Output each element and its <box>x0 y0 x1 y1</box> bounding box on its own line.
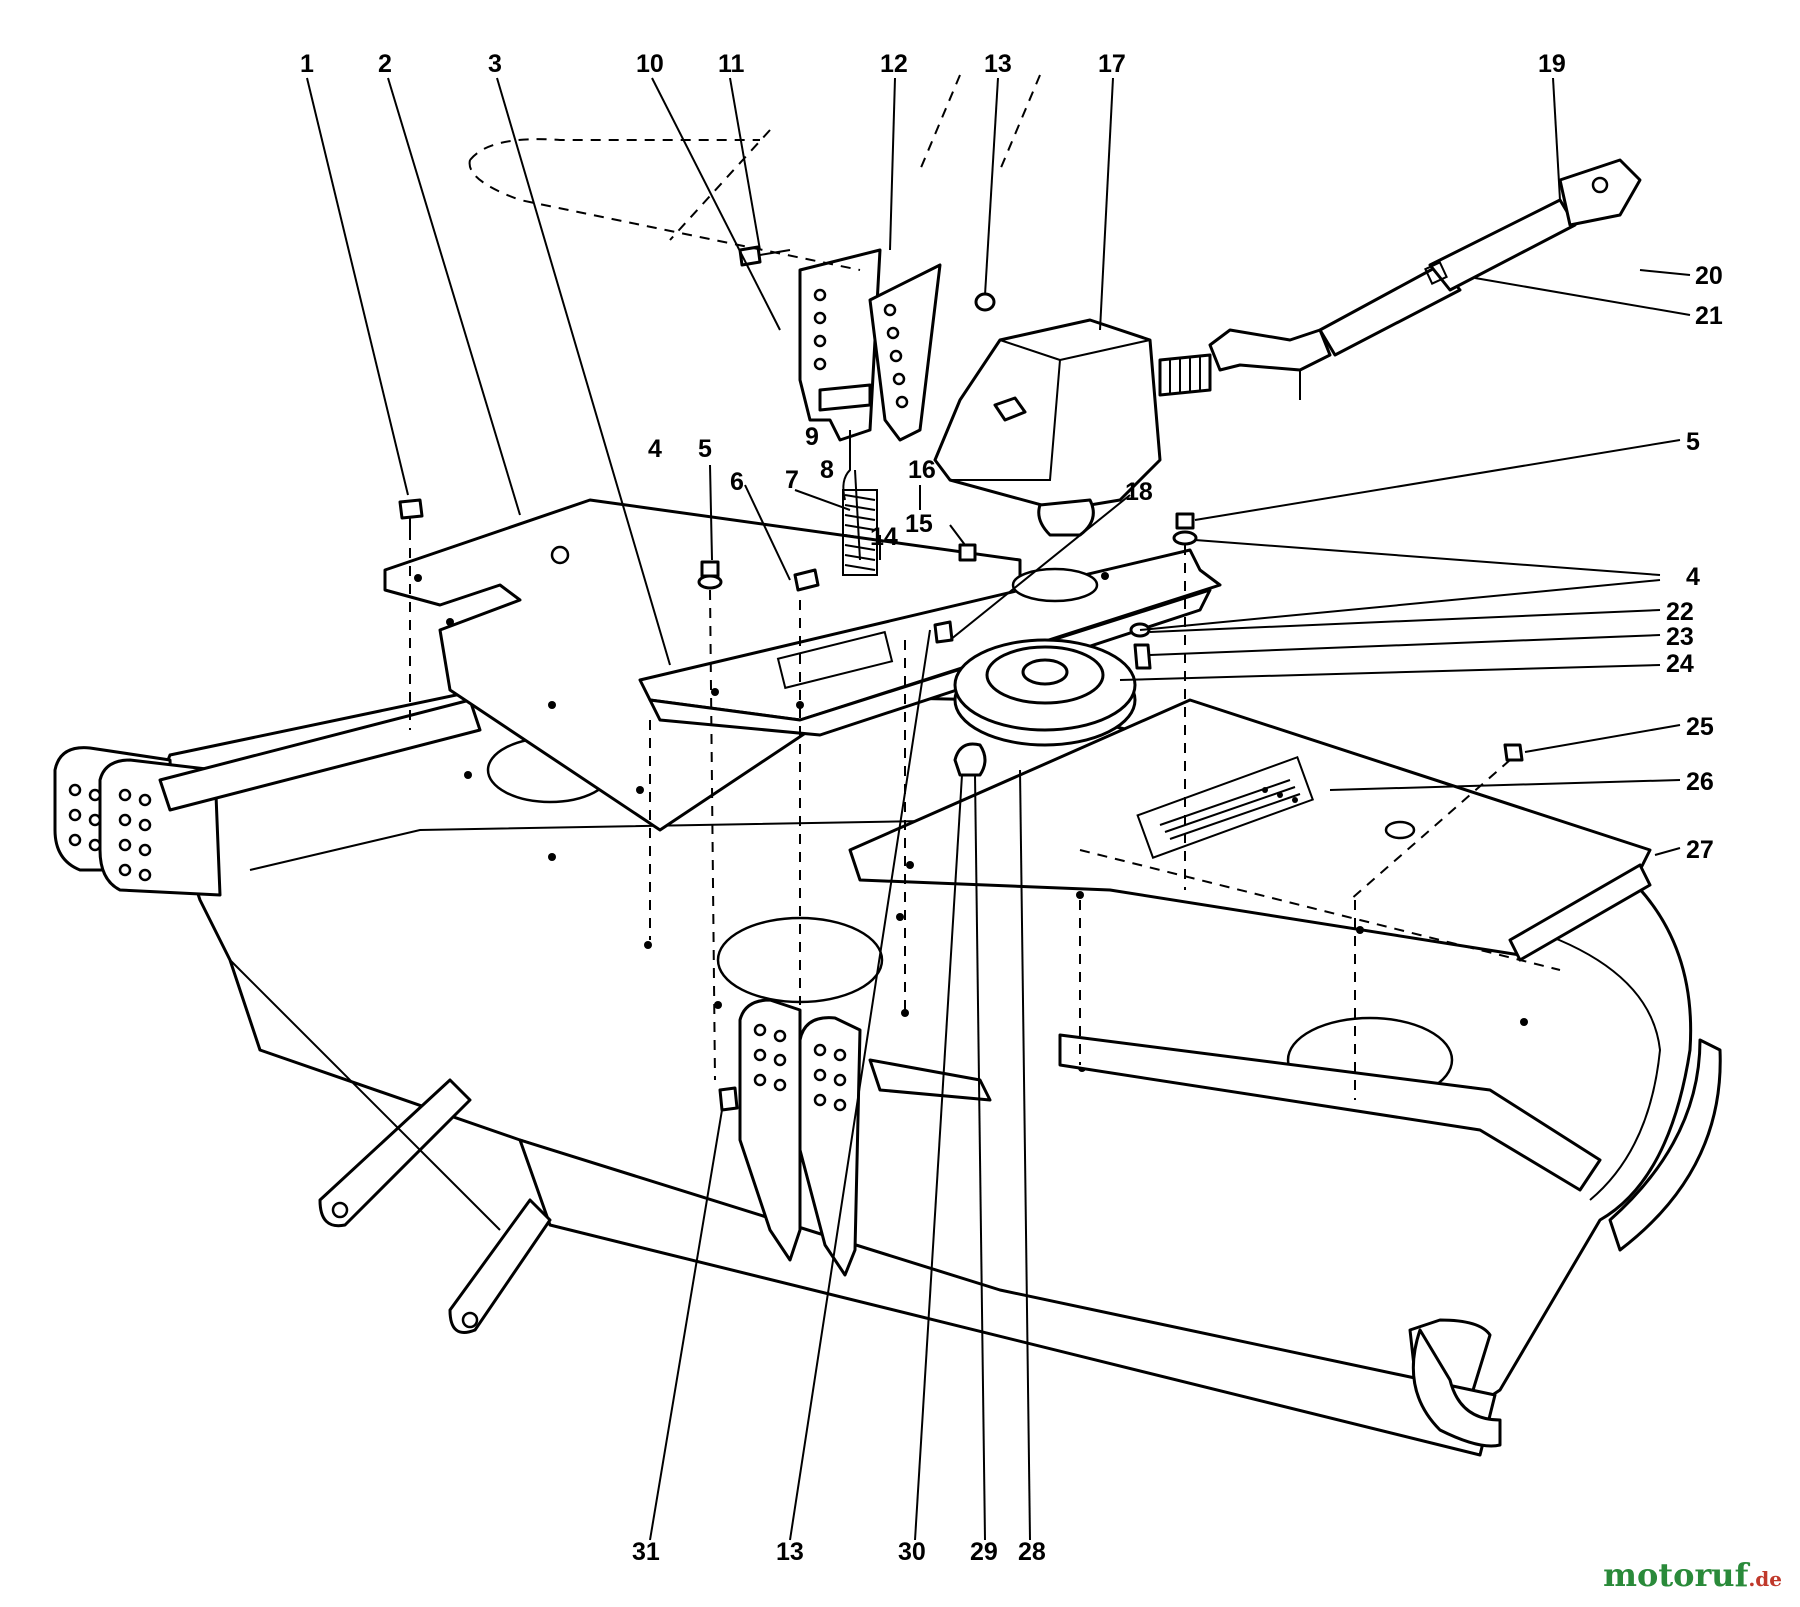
label-1: 1 <box>300 50 314 78</box>
watermark-tld: .de <box>1748 1567 1782 1591</box>
lift-bracket <box>798 248 942 501</box>
label-5-right: 5 <box>1686 428 1700 456</box>
label-27: 27 <box>1686 836 1714 864</box>
label-13-top: 13 <box>984 50 1012 78</box>
assembly-lines <box>409 530 1561 1100</box>
label-12: 12 <box>880 50 908 78</box>
drive-shaft <box>1208 158 1642 400</box>
label-9: 9 <box>805 423 819 451</box>
callout-labels: 1 2 3 10 11 12 13 17 19 20 21 5 4 5 6 7 … <box>300 50 1723 1566</box>
front-hitch-brackets <box>53 698 552 1334</box>
handle-phantom <box>468 74 1041 271</box>
label-26: 26 <box>1686 768 1714 796</box>
label-29: 29 <box>970 1538 998 1566</box>
fasteners <box>398 245 1524 1112</box>
belt-guard-plate <box>848 698 1652 962</box>
label-28: 28 <box>1018 1538 1046 1566</box>
label-16: 16 <box>908 456 936 484</box>
label-17: 17 <box>1098 50 1126 78</box>
label-19: 19 <box>1538 50 1566 78</box>
label-21: 21 <box>1695 302 1723 330</box>
label-30: 30 <box>898 1538 926 1566</box>
label-5-left: 5 <box>698 435 712 463</box>
label-25: 25 <box>1686 713 1714 741</box>
watermark-logo: motoruf.de <box>1603 1556 1782 1594</box>
label-31: 31 <box>632 1538 660 1566</box>
label-24: 24 <box>1666 650 1694 678</box>
label-22: 22 <box>1666 598 1694 626</box>
center-brackets <box>738 998 992 1277</box>
label-4-left: 4 <box>648 435 662 463</box>
spring <box>842 469 878 576</box>
label-11: 11 <box>718 50 745 78</box>
label-15: 15 <box>905 510 933 538</box>
label-18: 18 <box>1125 478 1153 506</box>
gearbox <box>933 318 1212 537</box>
label-8: 8 <box>820 456 834 484</box>
label-4-right: 4 <box>1686 563 1700 591</box>
pulley <box>953 638 1137 747</box>
label-10: 10 <box>636 50 664 78</box>
label-14: 14 <box>870 523 898 551</box>
label-3: 3 <box>488 50 502 78</box>
label-6: 6 <box>730 468 744 496</box>
watermark-main: motoruf <box>1603 1556 1749 1594</box>
label-7: 7 <box>785 466 799 494</box>
label-20: 20 <box>1695 262 1723 290</box>
label-23: 23 <box>1666 623 1694 651</box>
label-2: 2 <box>378 50 392 78</box>
label-13-bottom: 13 <box>776 1538 804 1566</box>
leader-lines <box>306 77 1691 1541</box>
